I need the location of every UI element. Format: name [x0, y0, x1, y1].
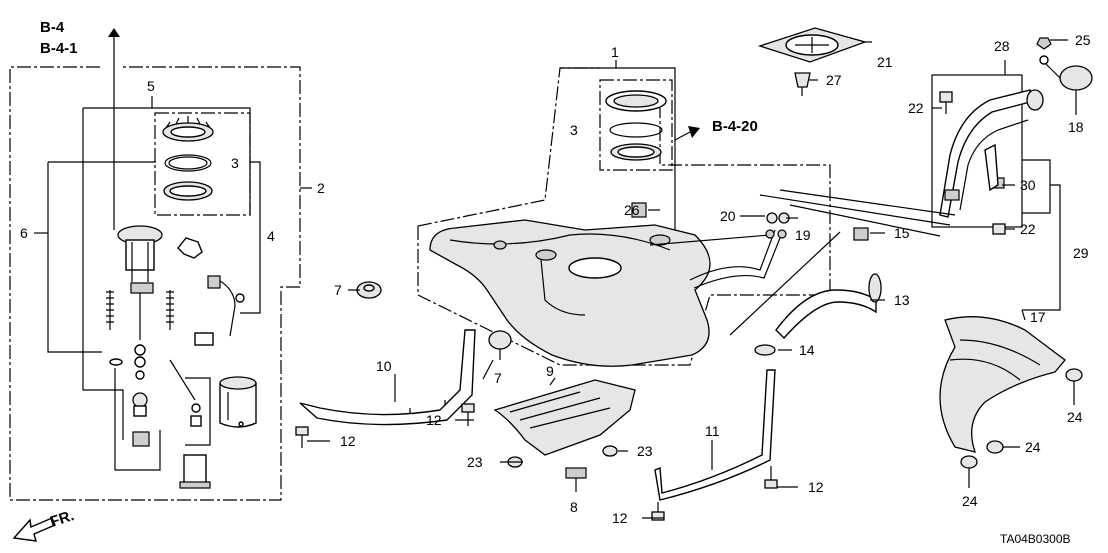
callout-27: 27: [826, 72, 842, 88]
callout-24-b: 24: [1025, 439, 1041, 455]
ref-b420: B-4-20: [712, 118, 758, 135]
bracket-30: [984, 143, 999, 192]
callout-6: 6: [20, 225, 28, 241]
damper-7b: [488, 330, 512, 360]
front-arrow: FR.: [12, 507, 76, 542]
callout-12-d: 12: [808, 479, 824, 495]
tank-strap-11: [654, 369, 776, 501]
ref-b4: B-4: [40, 19, 65, 36]
callout-12-c: 12: [612, 510, 628, 526]
fuel-tank: [429, 219, 711, 367]
callout-19: 19: [795, 227, 811, 243]
fuel-strainer: [219, 376, 257, 428]
front-label: FR.: [48, 507, 76, 531]
callout-23-b: 23: [637, 443, 653, 459]
diagram-code: TA04B0300B: [1000, 532, 1071, 546]
tank-strap-10: [299, 329, 476, 426]
callout-21: 21: [877, 54, 893, 70]
callout-11: 11: [705, 423, 720, 439]
callout-3-center: 3: [570, 122, 578, 138]
fuel-tank-group: [356, 60, 831, 367]
callout-5: 5: [147, 78, 155, 94]
callout-29: 29: [1073, 245, 1089, 261]
callout-24-a: 24: [1067, 409, 1083, 425]
callout-30: 30: [1020, 177, 1036, 193]
seal-ring: [164, 154, 212, 172]
callout-2: 2: [317, 180, 325, 196]
callout-12-a: 12: [340, 433, 356, 449]
callout-4: 4: [267, 228, 275, 244]
callout-7-left: 7: [334, 282, 342, 298]
callout-10: 10: [376, 358, 392, 374]
grommet-27: [794, 72, 811, 88]
fuel-cap-18: [1039, 55, 1093, 91]
fuel-pump-assembly: [106, 225, 174, 380]
callout-14: 14: [799, 342, 815, 358]
callout-22-a: 22: [908, 100, 924, 116]
filler-neck-group: [729, 27, 1093, 469]
callout-8: 8: [570, 499, 578, 515]
callout-17: 17: [1030, 309, 1046, 325]
part-callouts: 1 2 3 3 4 5 6 7 7 8 9 10 11 12 12 12 12 …: [20, 32, 1091, 526]
callout-3-left: 3: [231, 155, 239, 171]
fuel-gauge-sender: [177, 237, 245, 346]
callout-15: 15: [894, 225, 910, 241]
callout-24-c: 24: [962, 493, 978, 509]
callout-18: 18: [1068, 119, 1084, 135]
heat-shield-9: [493, 379, 636, 479]
callout-28: 28: [994, 38, 1010, 54]
ref-b41: B-4-1: [40, 40, 78, 57]
damper-7a: [356, 281, 382, 299]
callout-1: 1: [611, 44, 619, 60]
reference-labels: B-4 B-4-1 B-4-20 TA04B0300B: [40, 19, 1071, 546]
callout-9: 9: [546, 363, 554, 379]
callout-13: 13: [894, 292, 910, 308]
lock-ring: [162, 116, 214, 142]
callout-26: 26: [624, 202, 640, 218]
fuel-pump-motor: [183, 454, 207, 486]
clamp-14: [754, 344, 776, 356]
clamp-15: [853, 227, 869, 241]
callout-20: 20: [720, 208, 736, 224]
callout-22-b: 22: [1020, 221, 1036, 237]
clip-8: [565, 467, 587, 479]
callout-7-center: 7: [494, 370, 502, 386]
splash-shield-17: [939, 316, 1066, 453]
callout-23-a: 23: [467, 454, 483, 470]
callout-12-b: 12: [426, 412, 442, 428]
clip-25: [1036, 37, 1052, 50]
clip-26: [631, 202, 647, 218]
breather-hose-13: [775, 289, 877, 340]
fuel-pump-module-group: [9, 28, 312, 501]
access-cover-21: [757, 27, 868, 63]
bolt-12: [295, 403, 778, 521]
callout-25: 25: [1075, 32, 1091, 48]
clip-24: [960, 368, 1083, 469]
leader-lines: [307, 39, 1077, 519]
